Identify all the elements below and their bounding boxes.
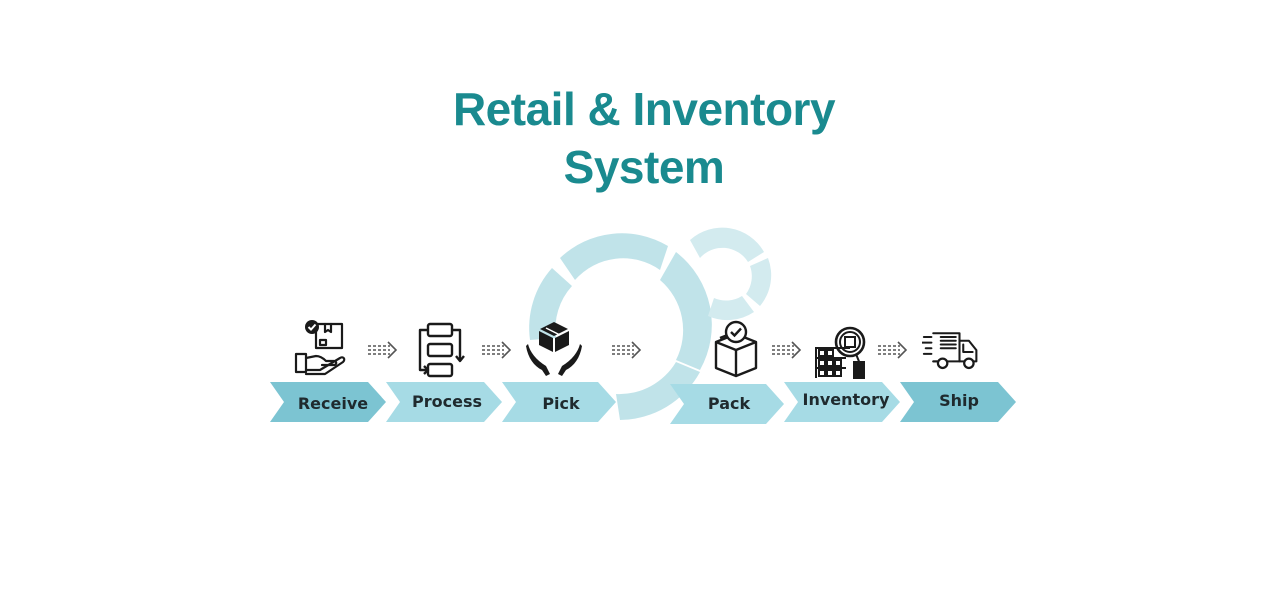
title-line-2: System	[563, 141, 725, 193]
step-label-process: Process	[412, 392, 482, 411]
diagram-title: Retail & Inventory System	[0, 80, 1288, 196]
dashed-arrow-icon	[482, 341, 512, 359]
dashed-arrow-icon	[772, 341, 802, 359]
hand-with-box-icon	[294, 320, 346, 376]
dashed-arrow-icon	[612, 341, 642, 359]
warehouse-shelves-magnifier-icon	[815, 326, 866, 379]
box-with-checkmark-icon	[714, 320, 758, 378]
process-flow-icon	[418, 322, 465, 378]
step-label-inventory: Inventory	[802, 390, 890, 409]
small-cycle-ring	[690, 227, 772, 321]
step-label-ship: Ship	[939, 391, 979, 410]
chevron-ship	[900, 382, 1016, 422]
chevron-inventory	[784, 382, 900, 422]
title-line-1: Retail & Inventory	[452, 83, 836, 135]
chevron-pick	[502, 382, 616, 422]
dashed-arrow-icon	[878, 341, 908, 359]
large-cycle-ring	[529, 233, 712, 420]
step-label-pick: Pick	[542, 394, 580, 413]
step-label-pack: Pack	[707, 394, 751, 413]
chevron-receive	[270, 382, 386, 422]
delivery-truck-icon	[922, 332, 978, 370]
hands-holding-box-icon	[526, 322, 582, 376]
chevron-process	[386, 382, 502, 422]
dashed-arrow-icon	[368, 341, 398, 359]
step-label-receive: Receive	[297, 394, 369, 413]
chevron-pack	[670, 384, 784, 424]
